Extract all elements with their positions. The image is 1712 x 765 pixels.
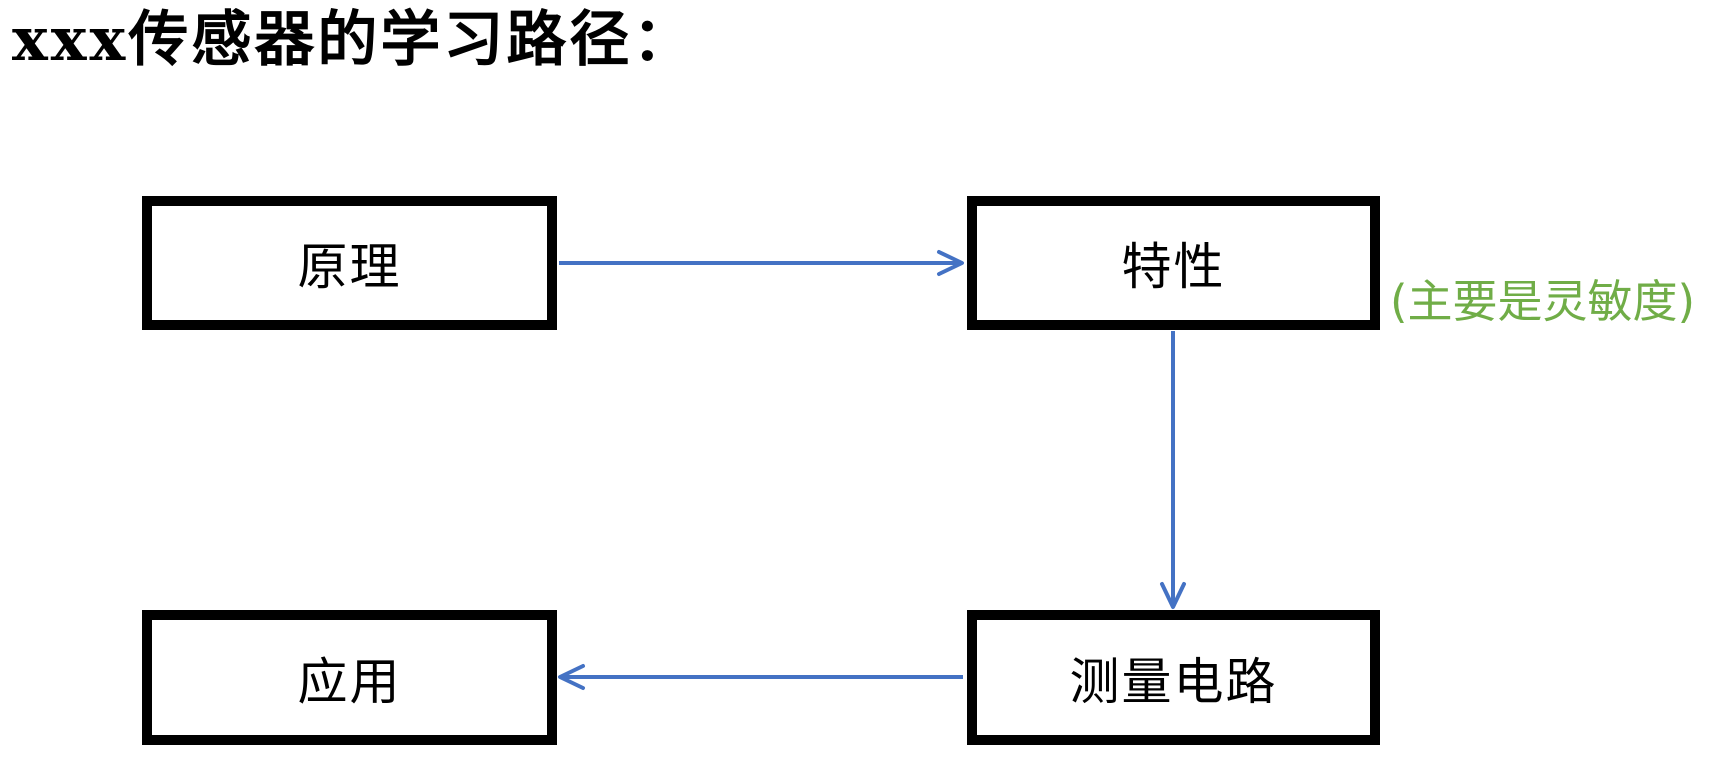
- page-title: xxx传感器的学习路径：: [12, 5, 696, 75]
- arrow-characteristics-to-measurement: [1160, 331, 1186, 609]
- arrow-head-left-icon: [558, 664, 585, 690]
- sensitivity-annotation: (主要是灵敏度): [1390, 275, 1696, 328]
- node-principle-label: 原理: [297, 238, 402, 296]
- node-measurement-circuit-label: 测量电路: [1069, 652, 1278, 711]
- node-characteristics[interactable]: 特性: [967, 196, 1380, 330]
- arrow-head-down-icon: [1160, 582, 1186, 609]
- arrow-head-right-icon: [937, 250, 964, 276]
- node-characteristics-label: 特性: [1121, 238, 1226, 296]
- node-measurement-circuit[interactable]: 测量电路: [967, 610, 1380, 745]
- node-application[interactable]: 应用: [142, 610, 557, 745]
- arrow-principle-to-characteristics: [559, 250, 964, 276]
- arrow-measurement-to-application: [558, 664, 963, 690]
- node-application-label: 应用: [297, 652, 402, 711]
- node-principle[interactable]: 原理: [142, 196, 557, 330]
